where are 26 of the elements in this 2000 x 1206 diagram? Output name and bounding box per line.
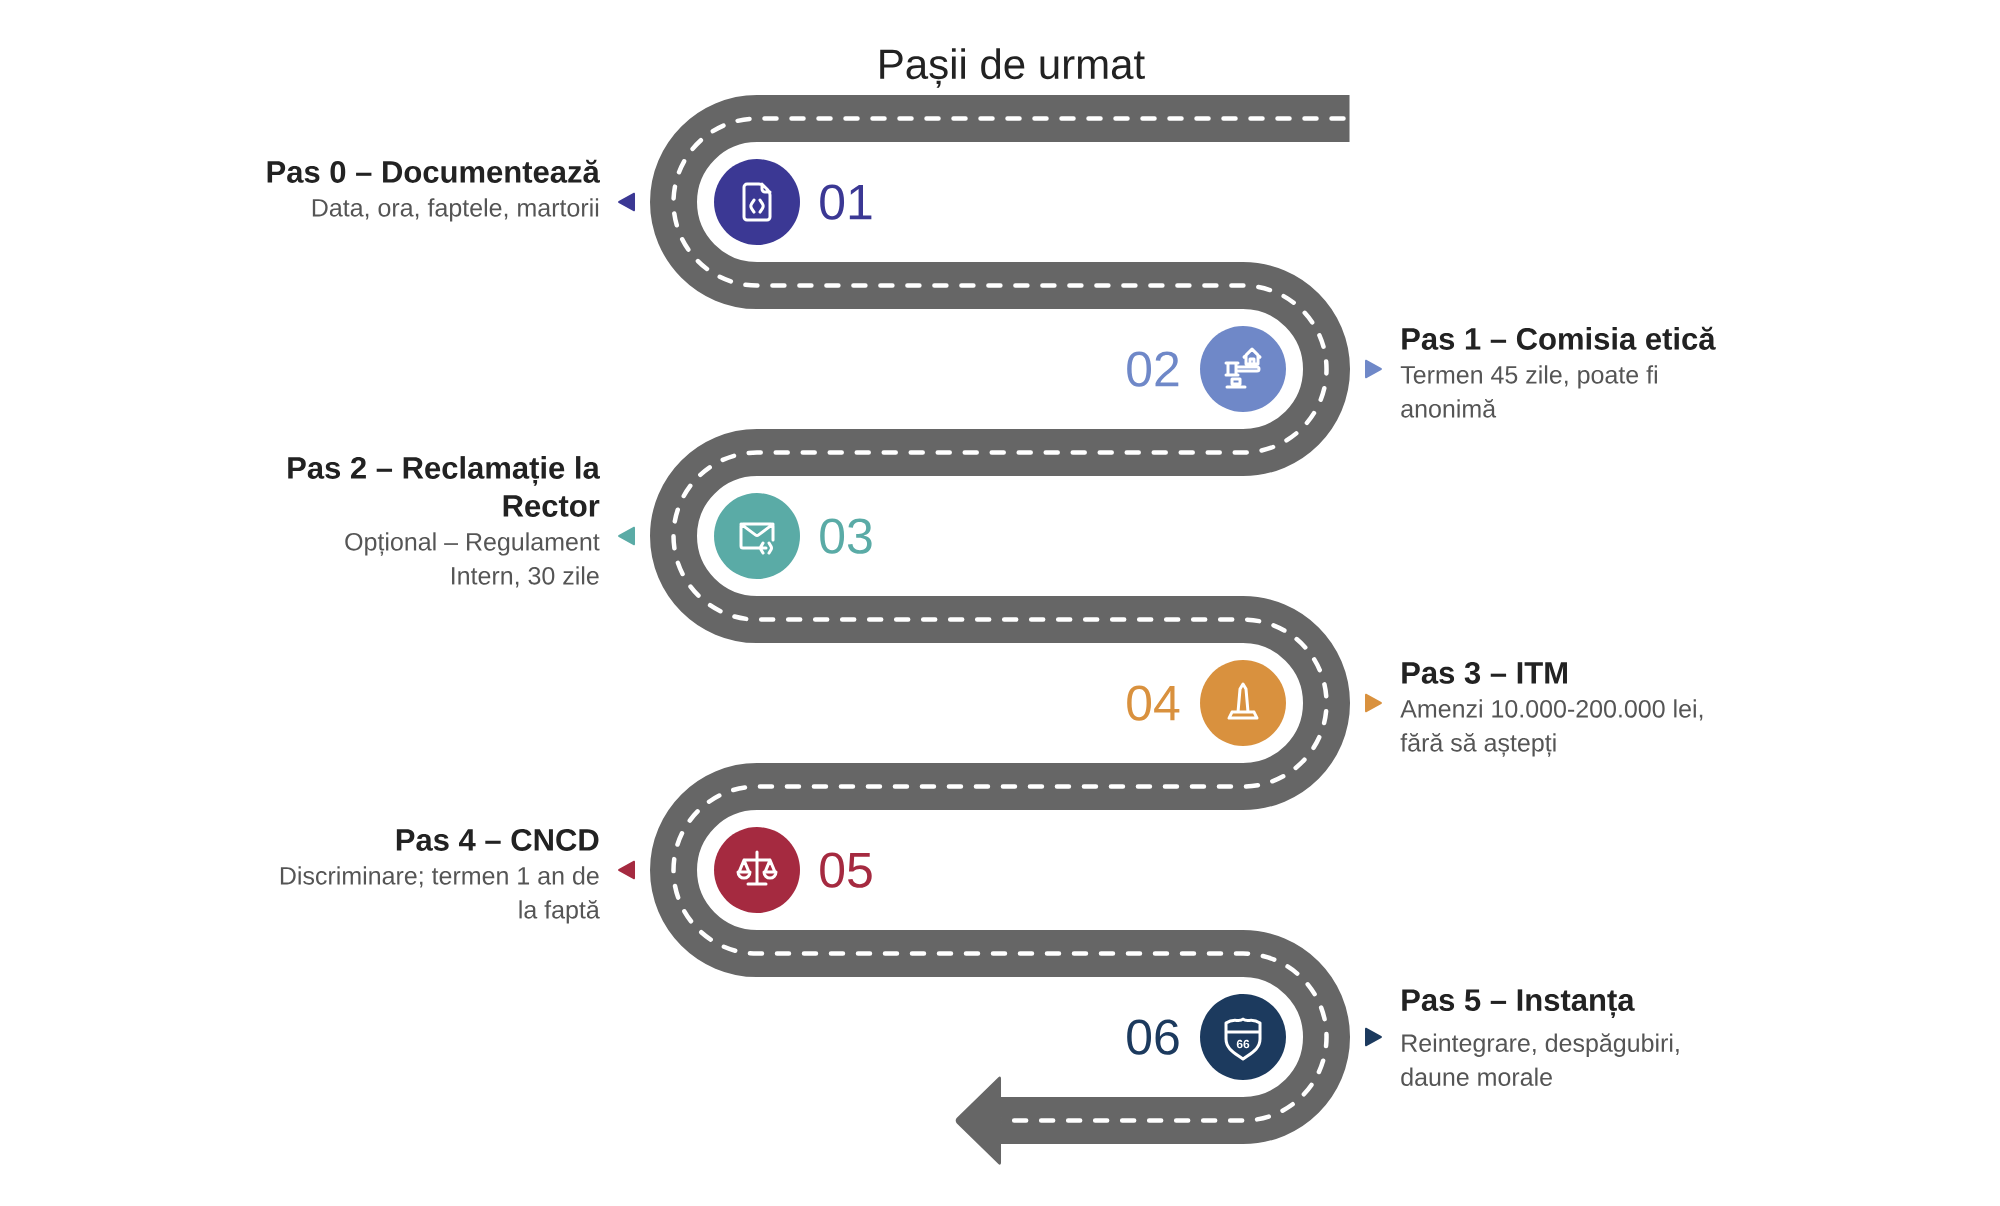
step-heading: Pas 5 – Instanța <box>1402 989 1635 1018</box>
step-heading: Pas 2 – Reclamație la Rector <box>288 456 600 517</box>
step-description: Termen 45 zile, poate fi anonimă <box>1400 365 1657 418</box>
step-heading: Pas 0 – Documentează <box>267 159 600 183</box>
step-description: Reintegrare, despăgubiri, daune morale <box>1401 1033 1679 1086</box>
step-circle <box>714 493 800 580</box>
step-circle <box>1200 660 1286 747</box>
sign-number: 66 <box>1236 1039 1250 1049</box>
step-number: 01 <box>820 184 872 220</box>
title: Pașii de urmat <box>880 48 1145 88</box>
step-number: 05 <box>820 852 872 888</box>
step-circle <box>1200 994 1286 1081</box>
step-number: 06 <box>1127 1019 1179 1055</box>
step-description: Amenzi 10.000-200.000 lei, fără să aștepți <box>1400 699 1703 757</box>
step-number: 04 <box>1127 685 1180 721</box>
step-description: Opțional – Regulament Intern, 30 zile <box>345 532 600 588</box>
step-circle <box>1200 326 1286 413</box>
step-heading: Pas 3 – ITM <box>1402 661 1567 684</box>
step-circle <box>714 159 800 246</box>
step-description: Data, ora, faptele, martorii <box>312 198 599 222</box>
step-description: Discriminare; termen 1 an de la faptă <box>280 866 600 924</box>
step-number: 03 <box>820 518 872 554</box>
step-heading: Pas 1 – Comisia etică <box>1402 326 1716 350</box>
step-number: 02 <box>1127 351 1179 387</box>
step-circle <box>714 827 800 914</box>
step-heading: Pas 4 – CNCD <box>396 828 599 851</box>
